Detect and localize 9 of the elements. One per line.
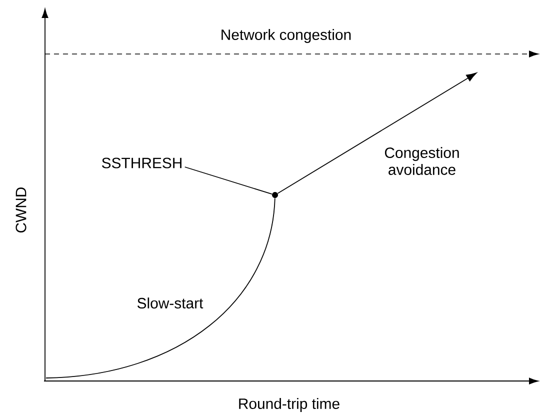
- axis-title: CWND: [16, 187, 26, 232]
- phase-label: Slow-start: [137, 298, 204, 308]
- arrow: [277, 72, 477, 194]
- threshold-label: SSTHRESH: [102, 158, 182, 168]
- threshold-point: [272, 192, 278, 198]
- curve: [46, 198, 276, 378]
- network-congestion-label: Network congestion: [222, 29, 351, 43]
- axis-title: Round-trip time: [239, 398, 340, 412]
- phase-label: Congestion avoidance: [384, 147, 459, 175]
